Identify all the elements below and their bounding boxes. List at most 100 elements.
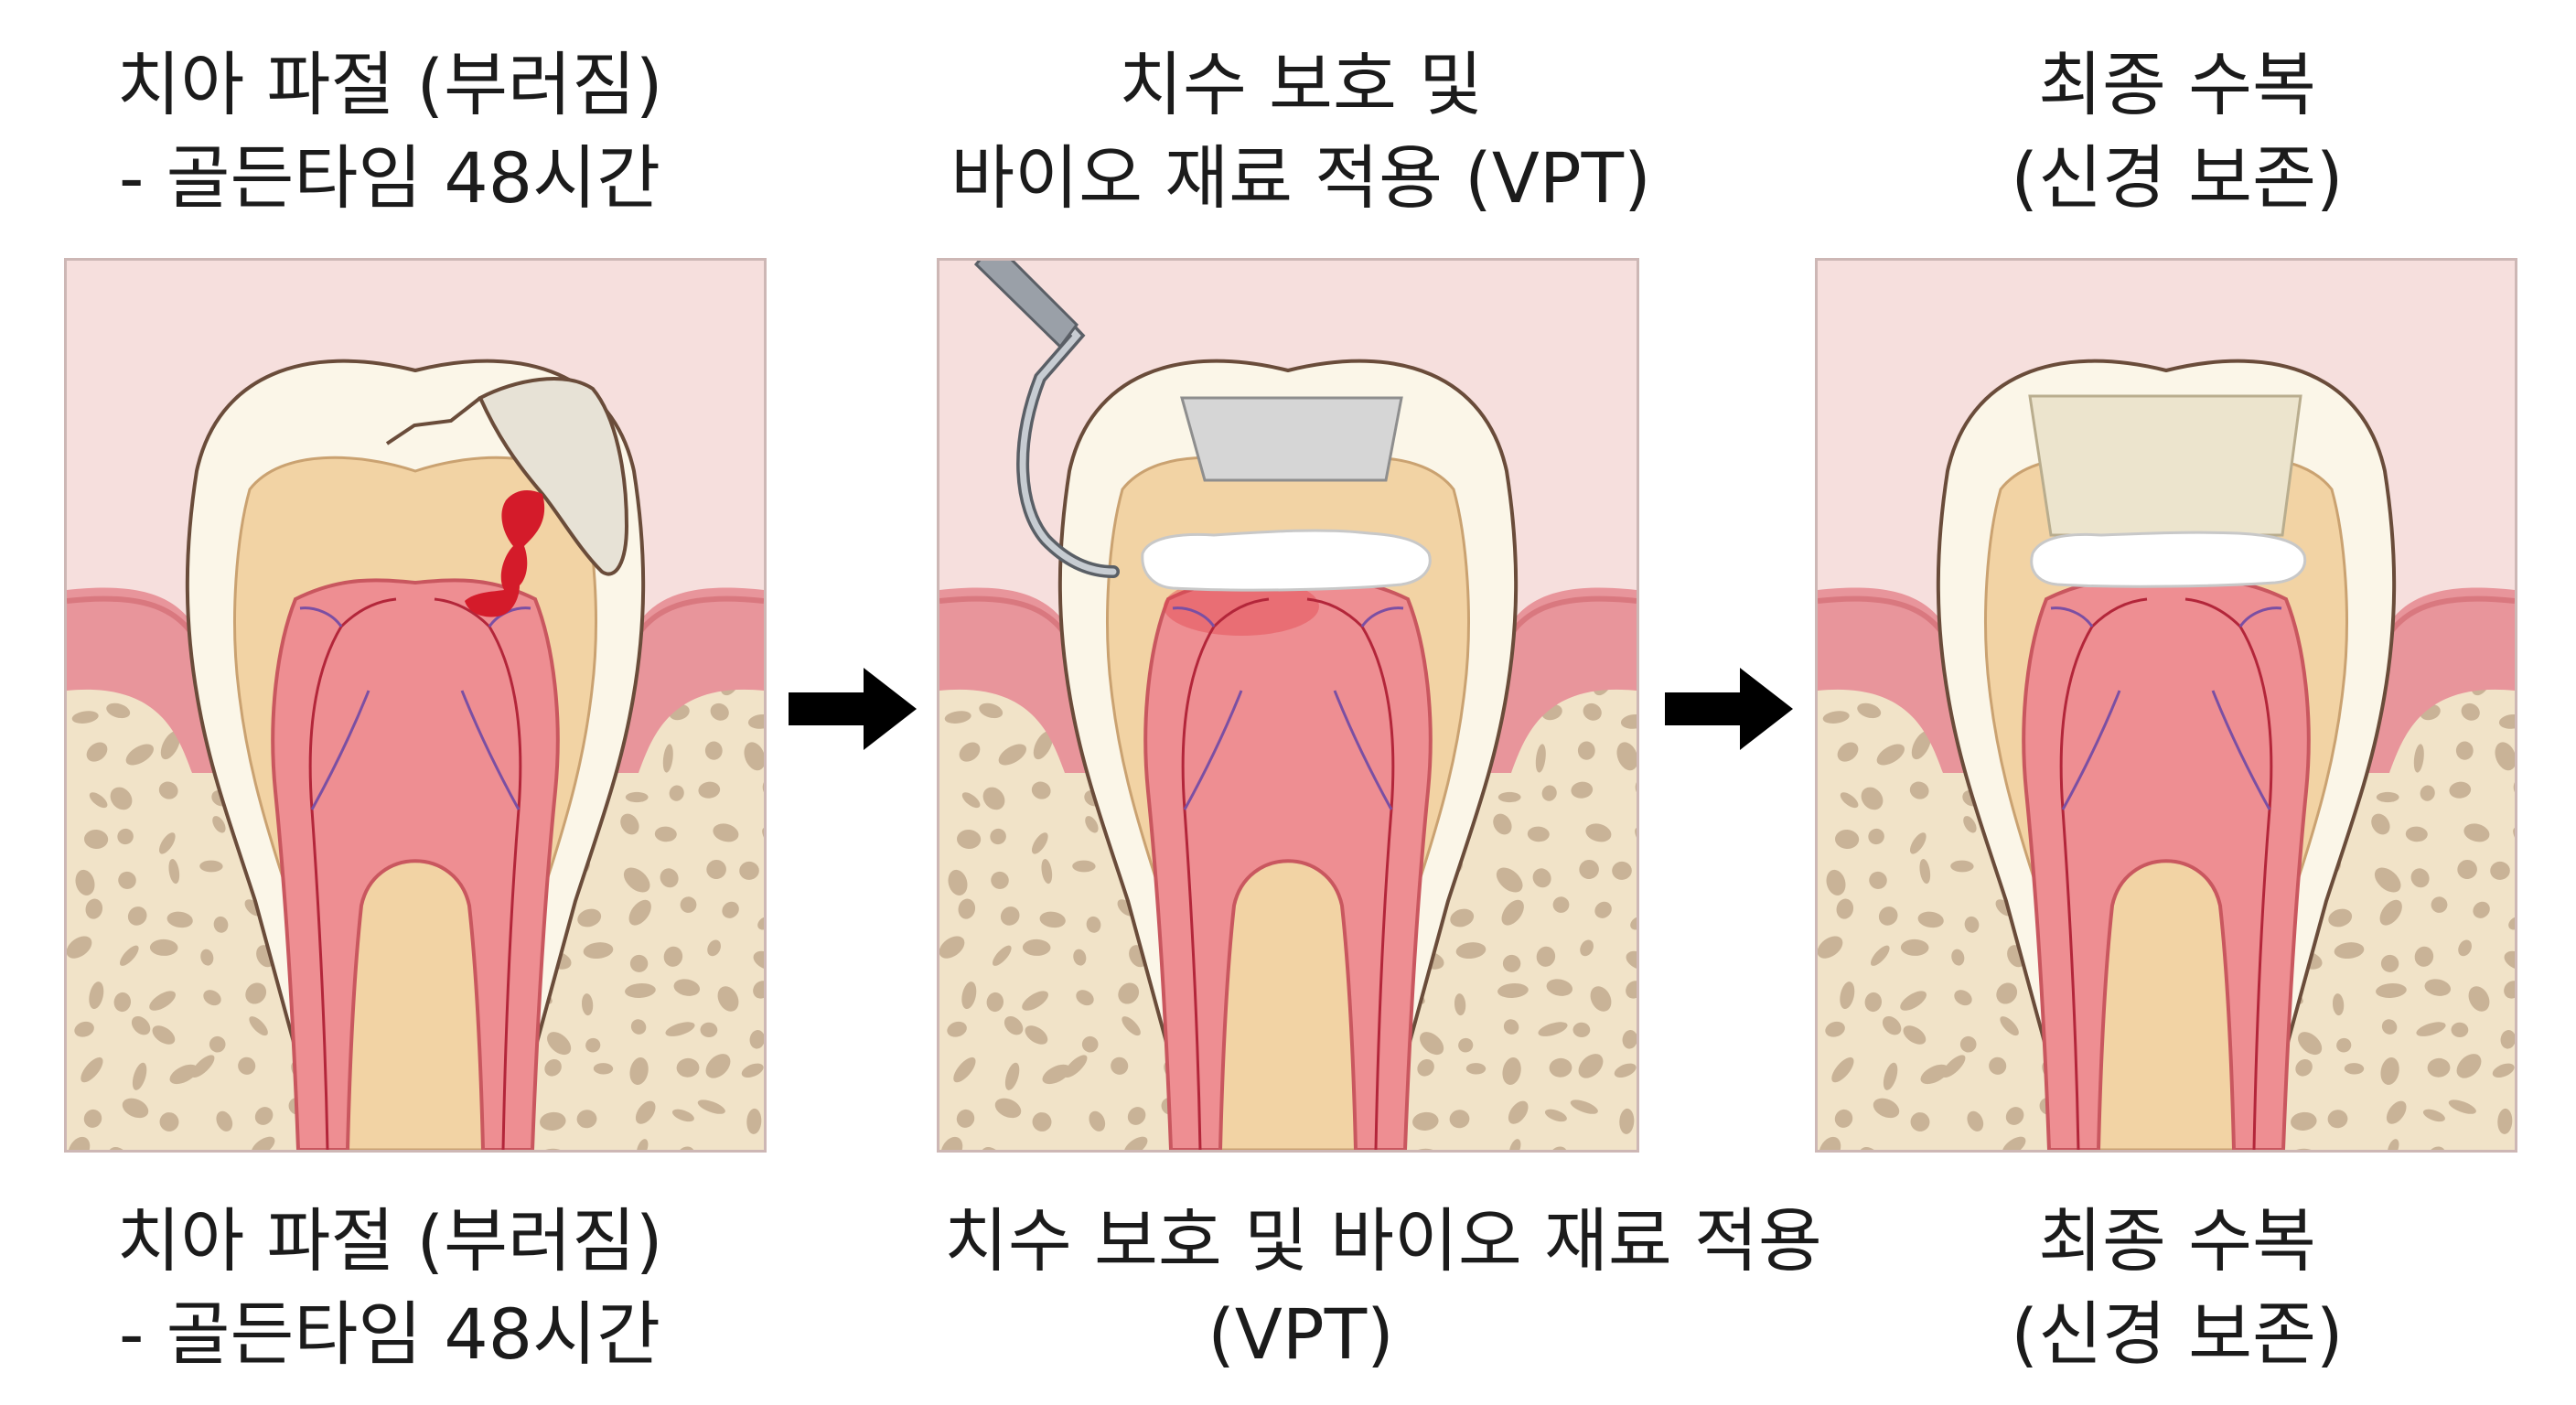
bone-pore (2456, 1054, 2482, 1078)
step-3-caption: 최종 수복 (신경 보존) (1820, 1195, 2534, 1381)
bone-pore (1571, 781, 1594, 799)
bone-pore (629, 1056, 649, 1086)
bone-pore (2376, 983, 2407, 998)
bone-pore (576, 1110, 597, 1129)
bone-pore (753, 981, 764, 999)
bone-pore (127, 906, 147, 926)
bone-pore (710, 702, 729, 721)
bone-pore (1951, 949, 1965, 966)
bone-pore (166, 911, 193, 928)
fracture-line (385, 396, 482, 445)
bone-pore (1840, 981, 1855, 1010)
blood-vessel (339, 597, 397, 628)
bone-pore (992, 945, 1012, 966)
bone-pore (660, 868, 679, 888)
bone-pore (86, 742, 108, 762)
bone-pore (1836, 898, 1854, 919)
bone-pore (1086, 916, 1101, 933)
bone-pore (1579, 859, 1599, 880)
bone-pore (1963, 816, 1977, 833)
blood-vessel (2238, 606, 2282, 627)
bone-pore (1022, 991, 1048, 1011)
blood-vessel (310, 690, 370, 810)
bone-pore (2416, 1022, 2446, 1036)
bone-pore (2336, 1037, 2352, 1053)
bone-pore (713, 823, 739, 842)
bone-pore (2463, 823, 2490, 842)
bone-pore (585, 1037, 601, 1053)
blood-vessel (1360, 626, 1395, 1150)
bone-pore (251, 1136, 275, 1150)
bone-pore (2508, 916, 2515, 930)
bone-pore (717, 986, 739, 1012)
step-1-caption-line-2: - 골든타임 48시간 (119, 1293, 660, 1375)
bone-pore (1954, 990, 1972, 1006)
bone-pore (1919, 859, 1931, 885)
bone-pore (212, 816, 226, 833)
bone-pore (1032, 1112, 1052, 1132)
bone-pore (106, 702, 131, 719)
bone-pore (2000, 1016, 2019, 1036)
bone-pore (953, 1056, 976, 1083)
fractured-tooth-panel (64, 258, 767, 1153)
bone-pore (1818, 936, 1843, 959)
step-1-title-line-2: - 골든타임 48시간 (119, 137, 660, 219)
bone-pore (739, 861, 759, 880)
bone-pore (662, 744, 673, 773)
step-2-caption-line-1: 치수 보호 및 바이오 재료 적용 (944, 1200, 1822, 1282)
bone-pore (2295, 1059, 2313, 1077)
bone-pore (209, 1035, 226, 1053)
bone-pore (747, 714, 764, 729)
bone-pore (2457, 859, 2477, 880)
bone-pore (2490, 861, 2510, 880)
bone-pore (117, 828, 134, 845)
dental-probe-icon (973, 261, 1120, 578)
bone-pore (1834, 1109, 1853, 1128)
bone-pore (67, 936, 92, 959)
bone-pore (1041, 859, 1053, 885)
cavity-filling (1180, 396, 1403, 482)
bone-pore (200, 949, 214, 966)
bone-pore (628, 899, 651, 926)
bone-pore (1876, 744, 1905, 766)
bone-pore (1031, 832, 1048, 854)
bone-pore (1619, 1108, 1635, 1134)
bone-pore (2005, 1107, 2024, 1125)
bone-pore (125, 744, 154, 766)
bone-pore (665, 1022, 695, 1036)
bone-pore (113, 992, 132, 1013)
bone-pore (1022, 938, 1051, 956)
bone-pore (1042, 1064, 1071, 1085)
bone-pore (1541, 785, 1557, 801)
pulp-chamber (2022, 578, 2311, 1150)
bone-pore (160, 731, 181, 760)
bone-pore (1831, 1056, 1854, 1083)
bone-pore (1538, 1022, 1568, 1036)
bone-pore (1835, 829, 1860, 850)
bone-pore (1465, 1063, 1487, 1075)
bone-pore (994, 1098, 1022, 1119)
bone-pore (245, 982, 267, 1004)
vpt-treatment-panel (937, 258, 1639, 1153)
blood-vessel (1306, 597, 1364, 628)
bone-pore (744, 742, 764, 771)
bone-pore (1532, 868, 1551, 888)
bone-pore (625, 791, 649, 803)
blood-vessel (299, 606, 343, 627)
blood-vessel (1212, 597, 1270, 628)
bone-pore (1826, 869, 1846, 896)
bone-pore (2371, 813, 2390, 835)
bone-pore (1073, 949, 1087, 966)
bone-pore (635, 1100, 656, 1124)
bone-pore (959, 742, 981, 762)
bone-pore (1111, 1056, 1129, 1075)
bone-pore (2328, 908, 2353, 928)
bone-pore (1039, 911, 1066, 928)
bone-pore (1004, 1015, 1024, 1035)
bone-pore (1578, 1054, 1604, 1078)
bone-pore (722, 901, 739, 918)
blood-vessel (1183, 690, 1243, 810)
bone-pore (83, 1109, 102, 1128)
bone-pore (1612, 861, 1632, 880)
bone-pore (629, 954, 649, 972)
